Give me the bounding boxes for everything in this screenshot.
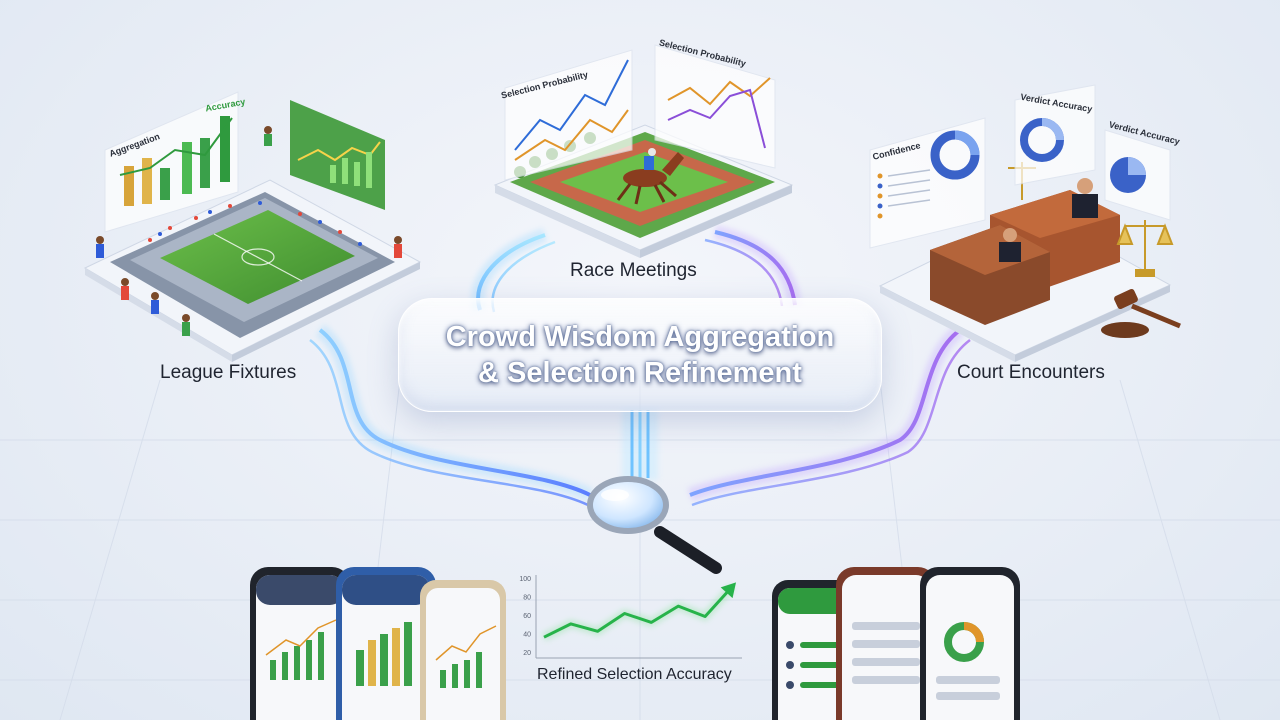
center-title: Crowd Wisdom Aggregation & Selection Ref…	[445, 321, 835, 389]
label-league-fixtures: League Fixtures	[160, 362, 297, 383]
race-track-illustration	[493, 124, 794, 258]
floor-grid	[0, 379, 1280, 720]
clerk-figure	[999, 228, 1021, 262]
chart-series-line	[543, 585, 734, 639]
label-race-meetings: Race Meetings	[570, 260, 697, 281]
flow-connector-down	[622, 408, 658, 480]
court-verdict-panel-right	[1104, 129, 1171, 221]
chart-y-tick-label: 20	[523, 650, 531, 657]
horse-and-jockey	[616, 148, 684, 205]
label-refined-selection-accuracy: Refined Selection Accuracy	[537, 666, 732, 683]
center-title-pill: Crowd Wisdom Aggregation & Selection Ref…	[398, 298, 882, 412]
flow-connector-race-right	[704, 225, 802, 307]
refined-accuracy-chart: 100 80 60 40 20	[519, 575, 742, 659]
scales-icon	[1008, 162, 1174, 277]
judge-figure	[1072, 178, 1098, 218]
court-room-illustration	[878, 162, 1181, 362]
magnifier-icon	[587, 476, 722, 574]
phone-group-right	[772, 567, 1020, 720]
phone-group-left	[250, 567, 506, 720]
chart-y-tick-label: 100	[519, 576, 531, 583]
player-figures	[96, 126, 402, 336]
race-probability-panel-left	[504, 49, 633, 181]
chart-y-tick-label: 60	[523, 613, 531, 620]
label-court-encounters: Court Encounters	[957, 362, 1105, 383]
court-confidence-panel	[869, 117, 986, 249]
flow-connector-league	[309, 324, 594, 507]
league-stadium-illustration	[83, 126, 422, 362]
league-aggregation-panel	[104, 91, 239, 233]
chart-arrowhead	[720, 582, 737, 599]
league-accuracy-panel	[290, 100, 385, 210]
race-probability-panel-right	[654, 44, 776, 169]
gavel-icon	[1101, 288, 1181, 338]
flow-connector-court	[687, 324, 971, 507]
chart-series-glow	[542, 584, 735, 641]
chart-y-tick-label: 40	[523, 632, 531, 639]
chart-y-tick-label: 80	[523, 595, 531, 602]
court-verdict-panel-top	[1014, 84, 1096, 186]
